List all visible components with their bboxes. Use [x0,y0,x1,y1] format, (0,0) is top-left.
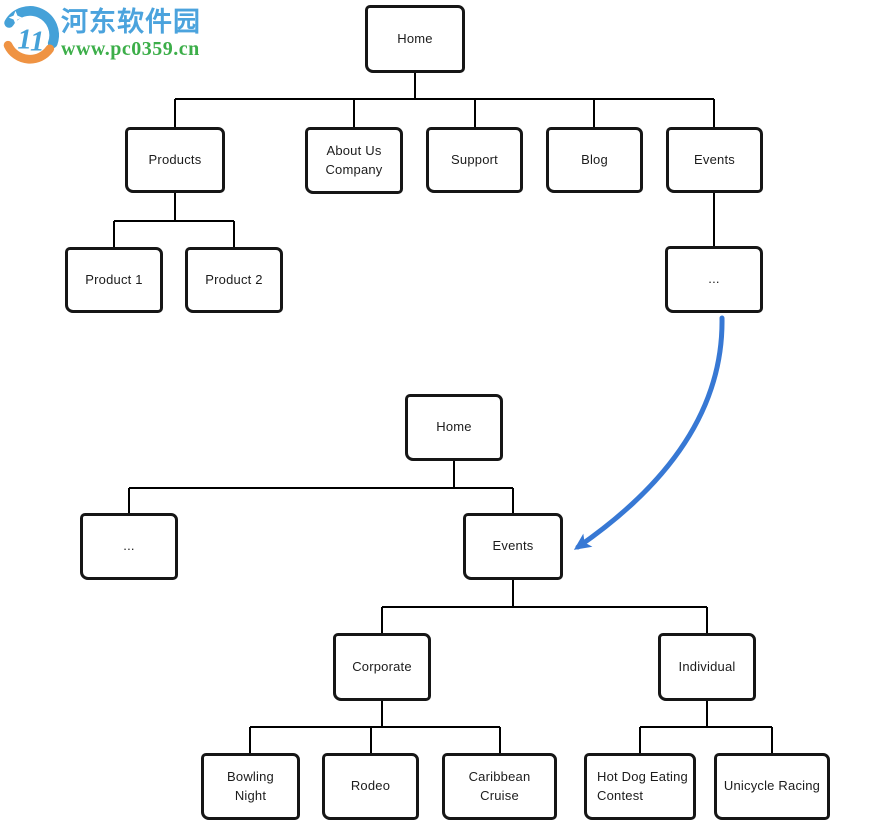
bottom-tree-lines [128,461,773,753]
node-ellipsis-bottom[interactable]: ... [80,513,178,580]
node-individual[interactable]: Individual [658,633,756,701]
node-product-1[interactable]: Product 1 [65,247,163,313]
node-about-us-company[interactable]: About Us Company [305,127,403,194]
node-bowling-night[interactable]: Bowling Night [201,753,300,820]
node-home-bottom[interactable]: Home [405,394,503,461]
node-events-bottom[interactable]: Events [463,513,563,580]
node-ellipsis-top[interactable]: ... [665,246,763,313]
node-corporate[interactable]: Corporate [333,633,431,701]
expansion-arrow [573,315,725,550]
watermark-site-name: 河东软件园 [61,7,201,37]
svg-text:1: 1 [17,24,32,56]
node-unicycle-racing[interactable]: Unicycle Racing [714,753,830,820]
node-home-top[interactable]: Home [365,5,465,73]
node-support[interactable]: Support [426,127,523,193]
site-logo-icon: 1 1 [3,6,59,64]
node-rodeo[interactable]: Rodeo [322,753,419,820]
node-products[interactable]: Products [125,127,225,193]
node-events-top[interactable]: Events [666,127,763,193]
svg-text:1: 1 [30,25,45,57]
node-hot-dog-eating-contest[interactable]: Hot Dog Eating Contest [584,753,696,820]
node-blog[interactable]: Blog [546,127,643,193]
node-product-2[interactable]: Product 2 [185,247,283,313]
watermark-site-url: www.pc0359.cn [61,38,200,61]
watermark: 1 1 河东软件园 www.pc0359.cn [0,0,201,66]
node-caribbean-cruise[interactable]: Caribbean Cruise [442,753,557,820]
